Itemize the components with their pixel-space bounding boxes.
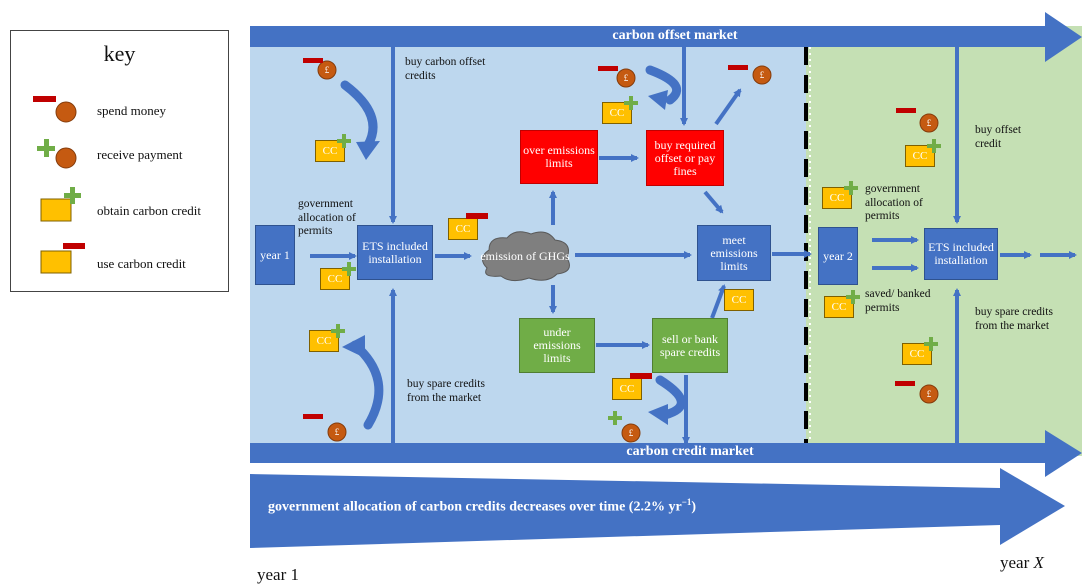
use-carbon-credit-icon xyxy=(40,243,85,274)
obtain-credit-icon: CC xyxy=(905,145,935,167)
gov-allocation-label-1: government allocation of permits xyxy=(298,198,356,237)
timeline-start-label: year 1 xyxy=(257,565,300,584)
credit-icon: CC xyxy=(724,289,754,311)
obtain-credit-icon: CC xyxy=(822,187,852,209)
buy-offset-credit-label-2: buy offset credit xyxy=(975,124,1022,150)
key-panel: key spend money receive payment obtain c… xyxy=(10,30,229,292)
receive-payment-icon xyxy=(37,139,77,169)
timeline-end-label: year X xyxy=(1000,553,1044,572)
key-icons xyxy=(33,96,85,274)
saved-banked-label: saved/ banked permits xyxy=(865,288,931,314)
offset-market-label: carbon offset market xyxy=(612,28,738,43)
buy-spare-label-2: buy spare credits from the market xyxy=(975,306,1053,332)
svg-text:£: £ xyxy=(927,389,932,399)
year1-box: year 1 xyxy=(255,225,295,285)
ets-installation-1: ETS included installation xyxy=(357,225,433,280)
obtain-credit-icon: CC xyxy=(602,102,632,124)
buy-offset-box: buy required offset or pay fines xyxy=(646,130,724,186)
obtain-credit-icon: CC xyxy=(320,268,350,290)
offset-market-band xyxy=(250,12,1082,62)
timeline-band xyxy=(250,468,1065,548)
year2-box: year 2 xyxy=(818,227,858,285)
over-limits-box: over emissions limits xyxy=(520,130,598,184)
timeline-label: government allocation of carbon credits … xyxy=(268,497,696,515)
key-label-use: use carbon credit xyxy=(97,256,186,271)
obtain-credit-icon: CC xyxy=(309,330,339,352)
svg-text:£: £ xyxy=(335,427,340,437)
credit-market-band xyxy=(250,430,1082,477)
ets-installation-2: ETS included installation xyxy=(924,228,998,280)
svg-text:£: £ xyxy=(927,118,932,128)
flow-arrows xyxy=(310,47,1077,445)
sell-bank-box: sell or bank spare credits xyxy=(652,318,728,373)
svg-text:£: £ xyxy=(325,65,330,75)
key-title: key xyxy=(103,41,136,66)
use-credit-icon: CC xyxy=(612,378,642,400)
ghg-cloud: emission of GHGs xyxy=(475,228,575,284)
key-label-spend: spend money xyxy=(97,103,166,118)
under-limits-box: under emissions limits xyxy=(519,318,595,373)
meet-limits-box: meet emissions limits xyxy=(697,225,771,281)
obtain-carbon-credit-icon xyxy=(40,187,81,222)
buy-spare-label-1: buy spare credits from the market xyxy=(407,378,485,404)
gov-allocation-label-2: government allocation of permits xyxy=(865,183,923,222)
key-label-obtain: obtain carbon credit xyxy=(97,203,201,218)
obtain-credit-icon: CC xyxy=(902,343,932,365)
svg-text:£: £ xyxy=(629,428,634,438)
svg-text:£: £ xyxy=(624,73,629,83)
coin-icons xyxy=(303,58,939,443)
spend-money-icon xyxy=(33,96,77,123)
key-label-receive: receive payment xyxy=(97,147,183,162)
svg-text:£: £ xyxy=(760,70,765,80)
use-credit-icon: CC xyxy=(448,218,478,240)
credit-market-label: carbon credit market xyxy=(626,444,754,459)
obtain-credit-icon: CC xyxy=(824,296,854,318)
buy-offset-credits-label: buy carbon offset credits xyxy=(405,56,486,82)
obtain-credit-icon: CC xyxy=(315,140,345,162)
